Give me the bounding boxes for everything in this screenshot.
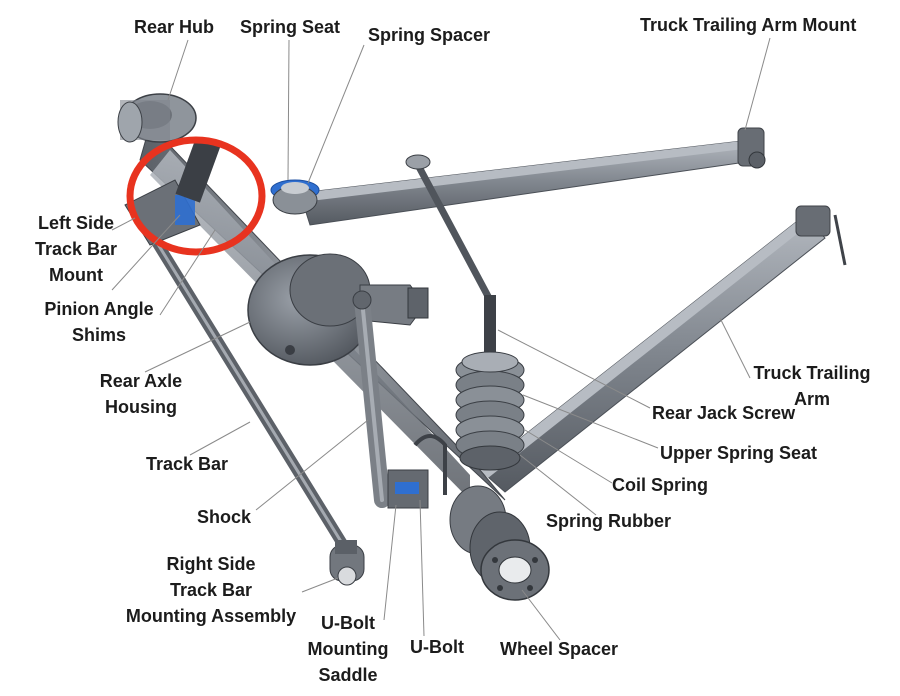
- label-spring-seat: Spring Seat: [240, 17, 341, 37]
- rear-hub-left: [117, 93, 197, 143]
- label-left-side-track-bar-mount: Left Side Track Bar Mount: [20, 210, 132, 288]
- rear-axle-housing-shape: [247, 253, 429, 366]
- label-line: Saddle: [318, 665, 378, 685]
- label-line: Right Side: [166, 554, 256, 574]
- label-pinion-angle-shims: Pinion Angle Shims: [40, 296, 158, 348]
- rear-jack-screw-shape: [405, 154, 496, 365]
- label-rear-hub: Rear Hub: [134, 17, 215, 37]
- label-line: Shims: [71, 325, 127, 345]
- label-line: Left Side: [37, 213, 114, 233]
- label-line: Truck Trailing: [753, 363, 871, 383]
- label-wheel-spacer: Wheel Spacer: [500, 639, 619, 659]
- label-shock: Shock: [197, 507, 252, 527]
- label-line: Arm: [793, 389, 830, 409]
- spring-seat-left: [270, 179, 320, 215]
- label-line: Track Bar: [34, 239, 118, 259]
- label-upper-spring-seat: Upper Spring Seat: [660, 443, 818, 463]
- label-rear-axle-housing: Rear Axle Housing: [90, 368, 192, 420]
- u-bolt-saddle-shape: [387, 434, 447, 509]
- shock-shape: [352, 290, 390, 508]
- track-bar-shape: [134, 209, 351, 554]
- highlight-circle: [126, 136, 266, 256]
- label-right-side-track-bar-mounting-assembly: Right Side Track Bar Mounting Assembly: [116, 551, 306, 629]
- label-line: Mount: [49, 265, 103, 285]
- label-coil-spring: Coil Spring: [612, 475, 708, 495]
- label-rear-jack-screw: Rear Jack Screw: [652, 403, 796, 423]
- label-line: Track Bar: [169, 580, 253, 600]
- label-u-bolt: U-Bolt: [410, 637, 464, 657]
- label-u-bolt-mounting-saddle: U-Bolt Mounting Saddle: [300, 610, 396, 688]
- label-track-bar: Track Bar: [146, 454, 229, 474]
- lower-trailing-arm: [479, 205, 847, 493]
- label-spring-rubber: Spring Rubber: [546, 511, 671, 531]
- right-track-bar-mount: [329, 540, 365, 586]
- wheel-spacer-shape: [480, 539, 550, 601]
- upper-trailing-arm: [299, 127, 766, 226]
- label-truck-trailing-arm: Truck Trailing Arm: [746, 360, 878, 412]
- label-line: Housing: [105, 397, 177, 417]
- label-line: Mounting Assembly: [125, 606, 297, 626]
- label-line: Pinion Angle: [44, 299, 154, 319]
- coil-spring-shape: [455, 351, 525, 471]
- label-truck-trailing-arm-mount: Truck Trailing Arm Mount: [640, 15, 857, 35]
- label-line: U-Bolt: [321, 613, 375, 633]
- label-spring-spacer: Spring Spacer: [368, 25, 491, 45]
- label-line: Rear Axle: [99, 371, 183, 391]
- label-line: Mounting: [307, 639, 389, 659]
- leader-lines: [111, 37, 771, 641]
